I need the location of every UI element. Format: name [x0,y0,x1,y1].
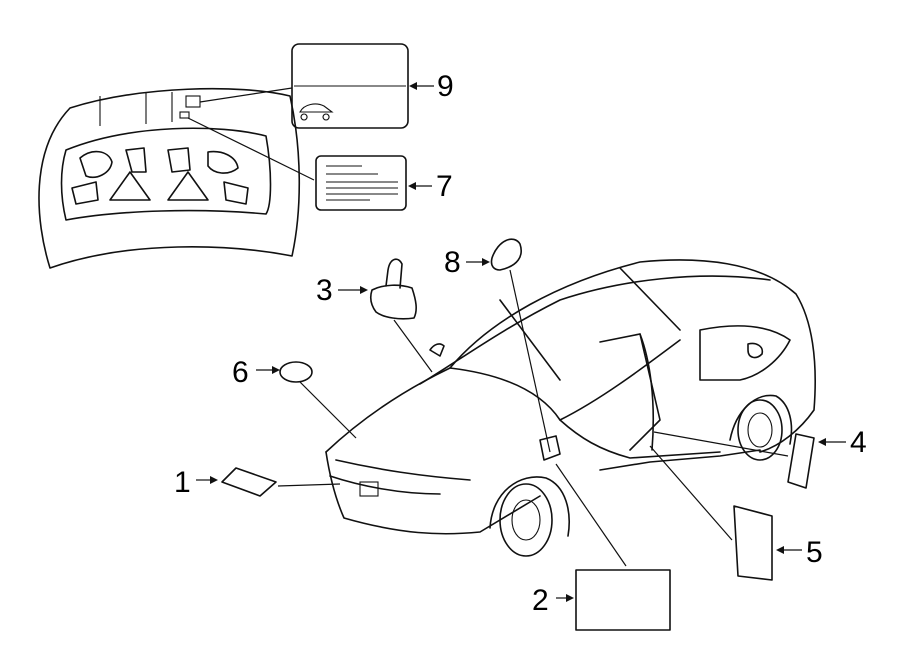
callout-3: 3 [316,274,368,307]
front-wheel [489,476,570,557]
callout-4-number: 4 [850,426,867,459]
label-3-part [370,258,433,373]
rear-wheel [729,394,793,461]
callout-5-number: 5 [806,536,823,569]
callout-9: 9 [409,70,454,103]
callout-8: 8 [444,246,490,279]
callout-2: 2 [532,584,574,617]
callout-6: 6 [232,356,280,389]
label-8-part [490,238,551,453]
callout-1-number: 1 [174,466,191,499]
callout-2-number: 2 [532,584,549,617]
callout-3-number: 3 [316,274,333,307]
label-2-part [555,463,671,631]
hood-underside [38,87,301,269]
callout-9-number: 9 [437,70,454,103]
label-5-part [649,445,773,581]
callout-1: 1 [174,466,218,499]
label-7-part [179,111,407,211]
callout-8-number: 8 [444,246,461,279]
car-body [325,259,816,535]
callout-6-number: 6 [232,356,249,389]
callout-7: 7 [408,170,453,203]
label-9-part [185,43,409,129]
label-1-part [221,467,341,497]
callout-7-number: 7 [436,170,453,203]
callout-4: 4 [818,426,867,459]
label-4-part [653,431,815,489]
callout-5: 5 [776,536,823,569]
label-6-part [279,361,357,439]
